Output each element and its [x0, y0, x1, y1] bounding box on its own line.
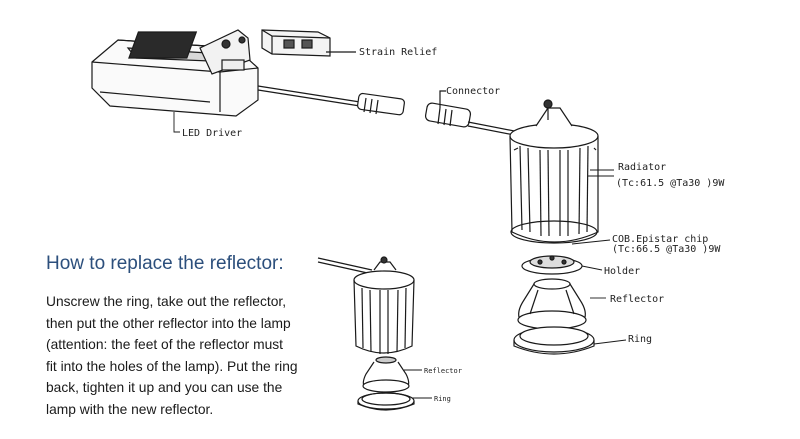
label-reflector: Reflector: [610, 294, 664, 305]
instruction-line: fit into the holes of the lamp). Put the…: [46, 358, 298, 374]
label-small-ring: Ring: [434, 395, 451, 403]
label-holder: Holder: [604, 266, 640, 277]
label-led-driver: LED Driver: [182, 128, 242, 139]
instruction-line: then put the other reflector into the la…: [46, 315, 291, 331]
instructions-body: Unscrew the ring, take out the reflector…: [46, 291, 336, 420]
instruction-line: lamp with the new reflector.: [46, 401, 214, 417]
label-connector: Connector: [446, 86, 500, 97]
label-small-reflector: Reflector: [424, 367, 462, 375]
ring-part: [513, 326, 595, 355]
led-driver: [91, 29, 259, 117]
strain-relief-part: [261, 29, 356, 57]
small-lamp-assembly: [317, 256, 415, 411]
reflector-part: [517, 278, 587, 330]
cable: [257, 85, 361, 103]
instructions-title: How to replace the reflector:: [46, 253, 284, 274]
instruction-line: back, tighten it up and you can use the: [46, 380, 283, 395]
label-cob-spec: (Tc:66.5 @Ta30 )9W: [612, 244, 721, 255]
instruction-line: (attention: the feet of the reflector mu…: [46, 337, 283, 352]
label-cob-chip: COB.Epistar chip: [612, 234, 708, 245]
instruction-line: Unscrew the ring, take out the reflector…: [46, 294, 287, 309]
label-radiator-spec: (Tc:61.5 @Ta30 )9W: [616, 178, 725, 189]
leader-lines: [173, 112, 627, 399]
radiator-part: [509, 99, 599, 244]
label-ring: Ring: [628, 334, 652, 345]
label-radiator: Radiator: [618, 162, 666, 173]
holder-part: [521, 255, 583, 275]
label-strain-relief: Strain Relief: [359, 47, 437, 58]
